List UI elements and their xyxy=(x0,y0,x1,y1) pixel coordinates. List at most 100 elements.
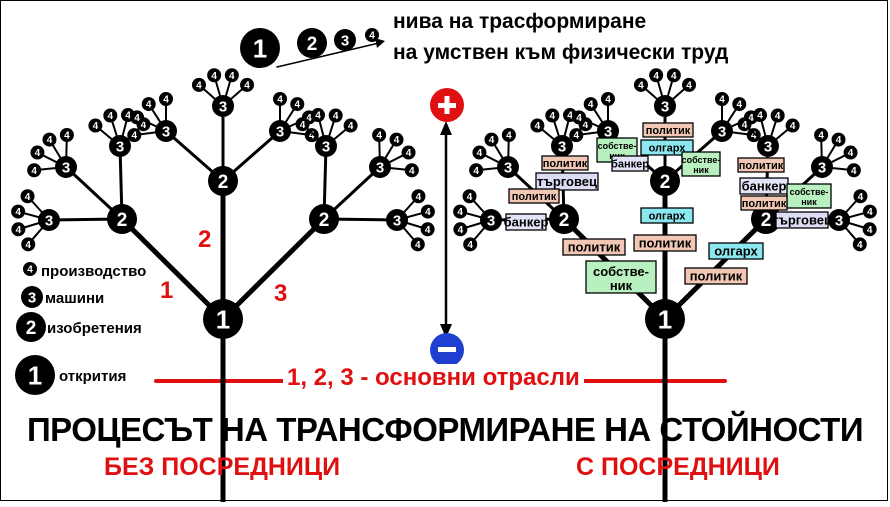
level-4-number: 4 xyxy=(588,100,594,111)
legend-label-production: производство xyxy=(41,263,146,280)
level-4-number: 4 xyxy=(47,135,53,146)
level-3-number: 3 xyxy=(162,123,170,140)
level-3-number: 3 xyxy=(276,123,284,140)
level-4-number: 4 xyxy=(333,111,339,122)
level-2-number: 2 xyxy=(307,34,318,55)
level-4-number: 4 xyxy=(64,131,70,142)
plus-icon-vbar xyxy=(445,96,450,114)
branch-number-2: 2 xyxy=(198,226,211,254)
header-line-1: нива на трасформиране xyxy=(393,10,646,34)
intermediary-tag-label: собстве- xyxy=(598,141,637,151)
level-2-number: 2 xyxy=(26,318,37,339)
level-4-number: 4 xyxy=(867,225,873,236)
intermediary-tag-label: олгарх xyxy=(649,142,687,154)
level-4-number: 4 xyxy=(573,131,579,142)
level-4-number: 4 xyxy=(146,100,152,111)
level-4-number: 4 xyxy=(818,131,824,142)
level-3-number: 3 xyxy=(818,159,826,176)
level-4-number: 4 xyxy=(31,166,37,177)
level-4-number: 4 xyxy=(576,113,582,124)
level-2-number: 2 xyxy=(761,210,772,231)
level-3-number: 3 xyxy=(718,123,726,140)
level-4-number: 4 xyxy=(857,240,863,251)
page-title: ПРОЦЕСЪТ НА ТРАНСФОРМИРАНЕ НА СТОЙНОСТИ xyxy=(1,411,889,449)
level-4-number: 4 xyxy=(35,148,41,159)
intermediary-tag-label: политик xyxy=(646,125,691,137)
level-4-number: 4 xyxy=(489,135,495,146)
intermediary-tag-label: политик xyxy=(690,269,743,284)
intermediary-tag-label: политик xyxy=(568,240,621,255)
level-4-number: 4 xyxy=(467,192,473,203)
level-3-number: 3 xyxy=(764,138,772,155)
level-4-number: 4 xyxy=(790,121,796,132)
level-4-number: 4 xyxy=(836,135,842,146)
level-4-number: 4 xyxy=(458,225,464,236)
level-4-number: 4 xyxy=(867,207,873,218)
level-4-number: 4 xyxy=(25,192,31,203)
intermediary-tag-label: собстве- xyxy=(790,187,829,197)
intermediary-tag-label: търговец xyxy=(772,213,832,228)
level-4-number: 4 xyxy=(211,71,217,82)
level-4-number: 4 xyxy=(394,135,400,146)
level-4-number: 4 xyxy=(244,80,250,91)
intermediary-tag-label: политик xyxy=(742,198,787,210)
level-3-number: 3 xyxy=(219,98,227,115)
minus-icon-bar xyxy=(438,347,456,352)
level-4-number: 4 xyxy=(605,95,611,106)
intermediary-tag-label: ник xyxy=(610,278,633,293)
level-4-number: 4 xyxy=(315,111,321,122)
legend-label-machines: машини xyxy=(45,290,104,307)
level-4-number: 4 xyxy=(473,166,479,177)
value-axis-arrow-up xyxy=(440,121,452,135)
level-4-number: 4 xyxy=(15,207,21,218)
header-arrowhead xyxy=(375,38,385,48)
baseline-label: 1, 2, 3 - основни отрасли xyxy=(283,364,584,392)
level-4-number: 4 xyxy=(851,166,857,177)
level-4-number: 4 xyxy=(775,111,781,122)
level-4-number: 4 xyxy=(295,100,301,111)
level-4-number: 4 xyxy=(425,225,431,236)
level-2-number: 2 xyxy=(319,210,330,231)
level-4-number: 4 xyxy=(277,95,283,106)
level-4-number: 4 xyxy=(425,207,431,218)
level-4-number: 4 xyxy=(757,111,763,122)
intermediary-tag-label: собстве- xyxy=(682,155,721,165)
level-3-number: 3 xyxy=(341,32,349,49)
header-line-2: на умствен към физически труд xyxy=(393,41,728,65)
intermediary-tag-label: търговец xyxy=(537,174,597,189)
level-2-number: 2 xyxy=(218,172,229,193)
intermediary-tag-label: олгарх xyxy=(649,210,687,222)
level-4-number: 4 xyxy=(467,240,473,251)
level-3-number: 3 xyxy=(28,289,36,306)
intermediary-tag-label: политик xyxy=(739,160,784,172)
level-4-number: 4 xyxy=(16,225,22,236)
level-3-number: 3 xyxy=(558,138,566,155)
level-3-number: 3 xyxy=(322,138,330,155)
level-4-number: 4 xyxy=(416,192,422,203)
caption-with-intermediaries: С ПОСРЕДНИЦИ xyxy=(576,453,780,482)
intermediary-tag-label: собстве- xyxy=(593,264,649,279)
level-4-number: 4 xyxy=(742,120,748,131)
level-4-number: 4 xyxy=(406,148,412,159)
level-3-number: 3 xyxy=(45,212,53,229)
level-4-number: 4 xyxy=(638,80,644,91)
level-4-number: 4 xyxy=(131,131,137,142)
level-4-number: 4 xyxy=(719,95,725,106)
level-3-number: 3 xyxy=(504,159,512,176)
level-4-number: 4 xyxy=(550,111,556,122)
level-4-number: 4 xyxy=(457,207,463,218)
caption-without-intermediaries: БЕЗ ПОСРЕДНИЦИ xyxy=(104,453,340,482)
level-4-number: 4 xyxy=(196,80,202,91)
level-4-number: 4 xyxy=(671,71,677,82)
level-3-number: 3 xyxy=(835,212,843,229)
level-4-number: 4 xyxy=(300,120,306,131)
level-3-number: 3 xyxy=(393,212,401,229)
level-4-number: 4 xyxy=(25,240,31,251)
level-3-number: 3 xyxy=(116,138,124,155)
level-4-number: 4 xyxy=(686,80,692,91)
level-2-number: 2 xyxy=(660,172,671,193)
intermediary-tag-label: политик xyxy=(639,236,692,251)
level-4-number: 4 xyxy=(415,240,421,251)
level-4-number: 4 xyxy=(737,100,743,111)
level-4-number: 4 xyxy=(134,113,140,124)
